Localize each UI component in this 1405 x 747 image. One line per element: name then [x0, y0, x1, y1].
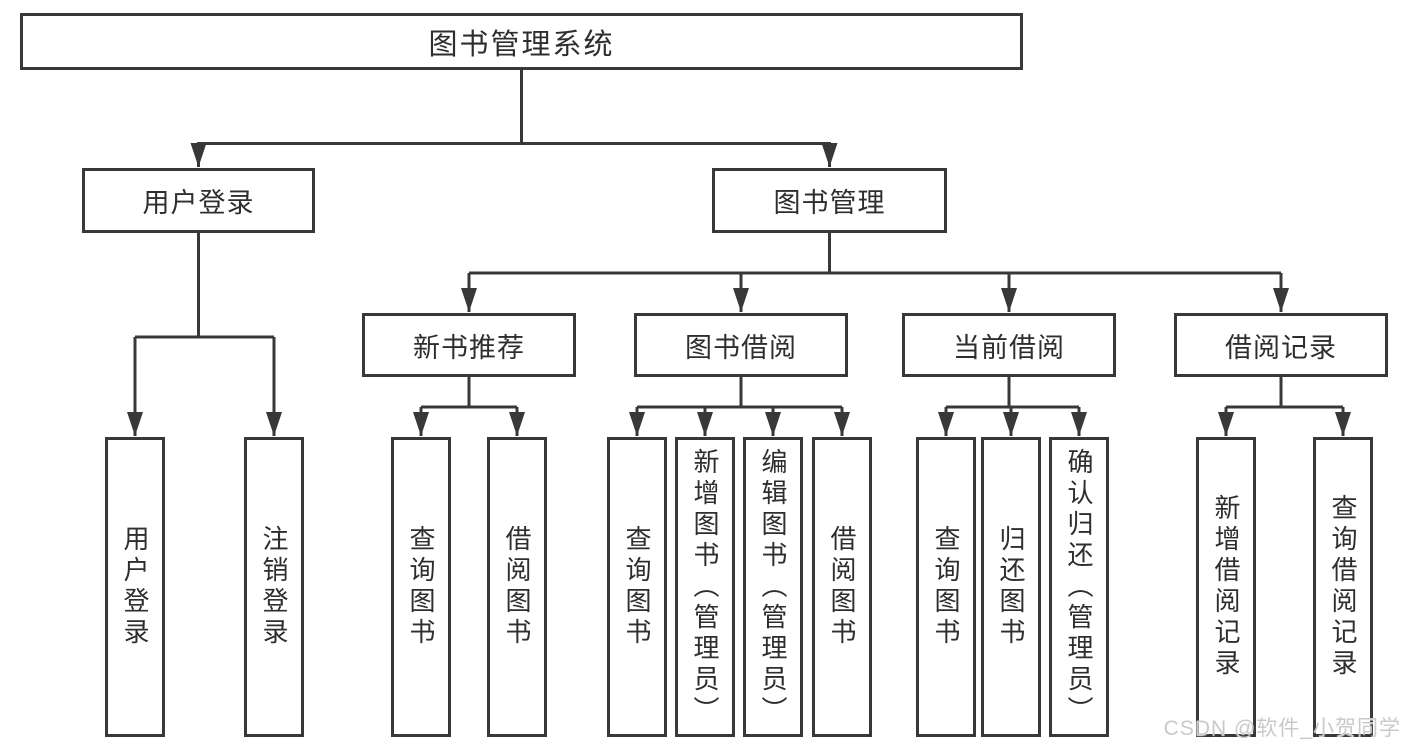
leaf-add-borrow-record: 新增借阅记录	[1196, 437, 1256, 737]
node-book-borrowing: 图书借阅	[634, 313, 848, 377]
node-label: 图书管理系统	[428, 28, 615, 61]
node-label: 图书借阅	[685, 332, 797, 363]
node-label: 注销登录	[259, 525, 289, 649]
node-new-book-recommend: 新书推荐	[362, 313, 576, 377]
leaf-borrow-books-borrowing: 借阅图书	[812, 437, 872, 737]
node-current-borrowing: 当前借阅	[902, 313, 1116, 377]
csdn-watermark: CSDN @软件_小贺同学	[1163, 717, 1401, 740]
leaf-confirm-return-admin: 确认归还（管理员）	[1049, 437, 1109, 737]
node-user-login: 用户登录	[82, 168, 315, 233]
leaf-logout: 注销登录	[244, 437, 304, 737]
connector-root	[198, 70, 830, 145]
node-label: 查询图书	[406, 525, 436, 649]
connector-book-management	[469, 233, 1281, 275]
node-library-management-system: 图书管理系统	[20, 13, 1023, 70]
leaf-user-login: 用户登录	[105, 437, 165, 737]
node-label: 借阅图书	[502, 525, 532, 649]
connector-new-book-recommend	[421, 377, 517, 409]
node-label: 用户登录	[120, 525, 150, 649]
leaf-query-books-recommend: 查询图书	[391, 437, 451, 737]
node-label: 借阅记录	[1225, 332, 1337, 363]
connector-current-borrowing	[946, 377, 1079, 409]
connector-borrowing-records	[1226, 377, 1343, 409]
node-label: 新书推荐	[413, 332, 525, 363]
node-book-management: 图书管理	[712, 168, 947, 233]
node-label: 用户登录	[142, 188, 255, 218]
node-label: 归还图书	[996, 525, 1026, 649]
node-label: 当前借阅	[953, 332, 1065, 363]
node-label: 新增图书（管理员）	[690, 447, 720, 727]
connector-book-borrowing	[637, 377, 842, 409]
node-label: 新增借阅记录	[1211, 494, 1241, 680]
node-label: 借阅图书	[827, 525, 857, 649]
leaf-return-books: 归还图书	[981, 437, 1041, 737]
leaf-query-books-current: 查询图书	[916, 437, 976, 737]
connector-user-login	[135, 233, 274, 339]
node-label: 查询图书	[622, 525, 652, 649]
node-label: 确认归还（管理员）	[1064, 447, 1094, 727]
leaf-edit-books-admin: 编辑图书（管理员）	[743, 437, 803, 737]
node-label: 查询借阅记录	[1328, 494, 1358, 680]
node-label: 图书管理	[773, 188, 886, 218]
leaf-query-borrow-record: 查询借阅记录	[1313, 437, 1373, 737]
leaf-query-books-borrowing: 查询图书	[607, 437, 667, 737]
node-label: 查询图书	[931, 525, 961, 649]
node-label: 编辑图书（管理员）	[758, 447, 788, 727]
leaf-borrow-books-recommend: 借阅图书	[487, 437, 547, 737]
node-borrowing-records: 借阅记录	[1174, 313, 1388, 377]
leaf-add-books-admin: 新增图书（管理员）	[675, 437, 735, 737]
